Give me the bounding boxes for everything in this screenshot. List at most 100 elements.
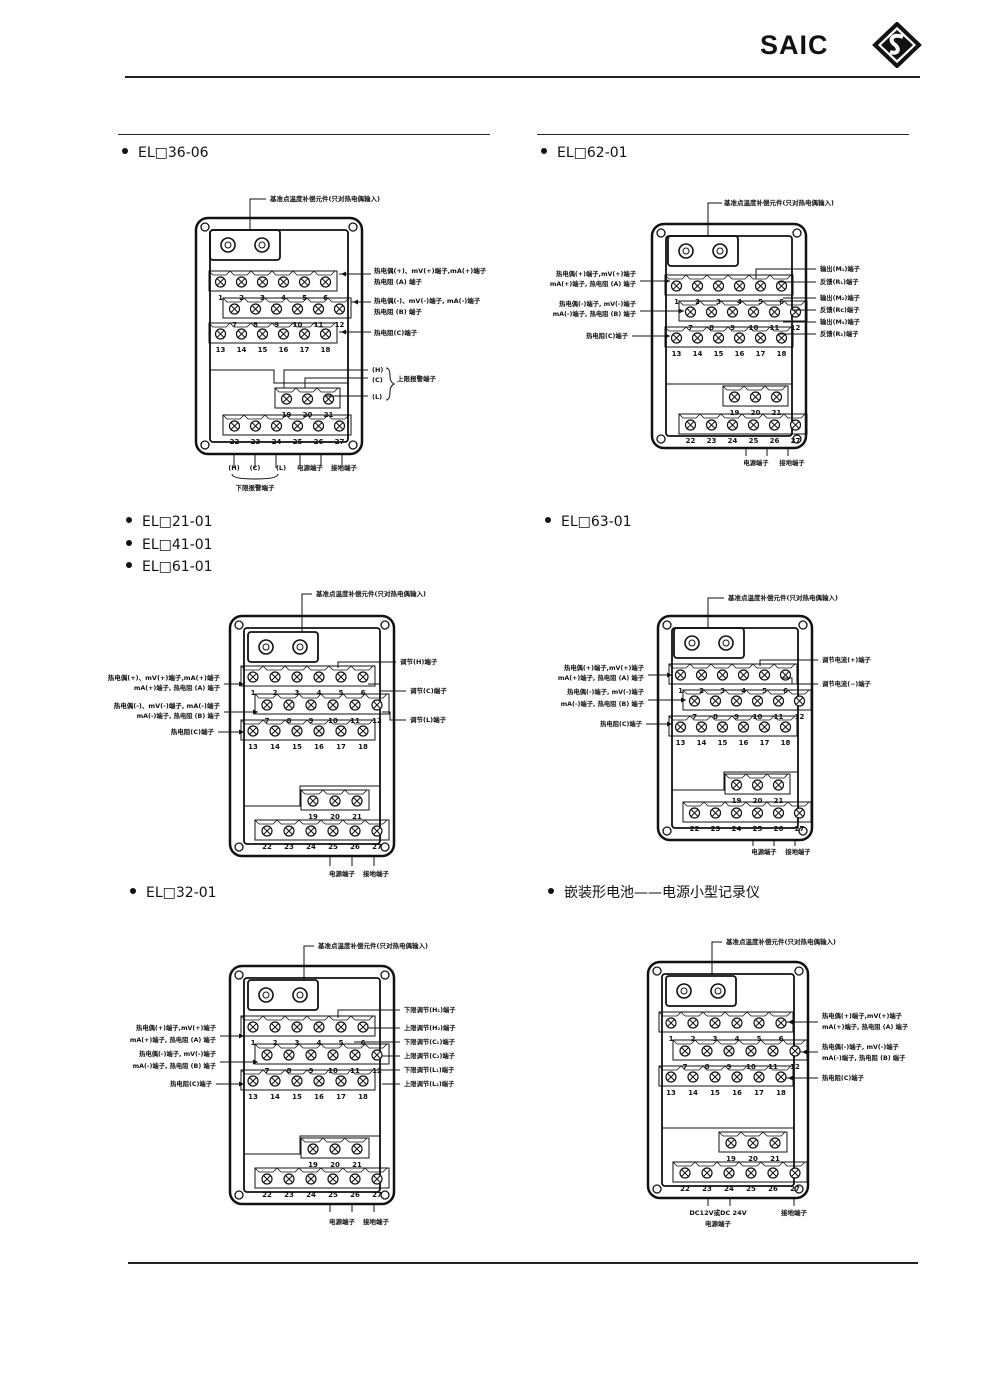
terminal-notch [658, 1011, 682, 1017]
terminal-block-frame [240, 719, 376, 741]
terminal-number: 8 [287, 717, 292, 725]
screw-slot [309, 1145, 317, 1153]
terminal-number: 25 [746, 1185, 756, 1193]
terminal-number: 18 [321, 346, 331, 354]
leader-line [707, 202, 722, 236]
leader-arrow [665, 278, 670, 284]
screw-slot [795, 697, 804, 705]
screw-slot [315, 1077, 323, 1085]
terminal-notch [678, 413, 701, 419]
terminal-number: 23 [284, 843, 294, 851]
terminal-number: 13 [672, 350, 682, 358]
leader-line [304, 377, 368, 388]
screw-slot [686, 421, 695, 429]
terminal-number: 17 [336, 743, 346, 751]
label-feedback_r2: 反馈(R₂)端子 [820, 329, 859, 338]
terminal-notch [727, 274, 750, 280]
terminal-notch [752, 715, 775, 721]
terminal-number: 27 [791, 437, 801, 445]
mounting-hole-icon [798, 620, 808, 630]
screw-slot [314, 305, 323, 313]
screw-slot [693, 282, 702, 290]
terminal-number: 27 [335, 438, 345, 446]
screw-slot [718, 671, 727, 679]
screw-slot [307, 1175, 315, 1183]
terminal-notch [284, 1015, 308, 1021]
label-low_reg_h: 下限调节(H₁)端子 [404, 1005, 456, 1014]
label-ma_pos_rtd_a: mA(+)端子, 热电阻 (A) 端子 [558, 673, 645, 682]
terminal-notch [240, 1069, 264, 1075]
compensator-screw-center [262, 991, 270, 999]
label-dc_power: DC12V或DC 24V [689, 1208, 746, 1217]
terminal-number: 15 [714, 350, 724, 358]
screw-slot [293, 422, 302, 430]
terminal-block-frame [300, 789, 370, 811]
terminal-number: 10 [293, 321, 303, 329]
terminal-block-22-27 [254, 1167, 390, 1189]
terminal-block-1-6 [658, 1011, 794, 1033]
screw-slot [690, 809, 699, 817]
screw-slot [711, 809, 720, 817]
section-title-el61-01: EL□61-01 [126, 559, 213, 575]
screw-slot [321, 330, 330, 338]
terminal-number: 9 [309, 717, 314, 725]
terminal-notch [320, 819, 344, 825]
terminal-notch [264, 414, 287, 420]
section-title-embedded-battery: 嵌装形电池——电源小型记录仪 [548, 882, 760, 902]
housing-outer [646, 960, 810, 1200]
terminal-number: 8 [709, 324, 714, 332]
terminal-number: 23 [284, 1191, 294, 1199]
terminal-notch [262, 1015, 286, 1021]
terminal-block-frame [658, 1011, 794, 1033]
terminal-number: 22 [262, 843, 272, 851]
screw-slot [686, 308, 695, 316]
screw-slot [791, 1169, 799, 1177]
terminal-notch [276, 1167, 300, 1173]
terminal-number: 15 [710, 1089, 720, 1097]
housing-inner [243, 977, 381, 1193]
terminal-number: 5 [339, 689, 344, 697]
terminal-notch [313, 270, 336, 276]
screw-slot [755, 1073, 763, 1081]
terminal-notch [716, 1161, 740, 1167]
screw-slot [353, 1145, 361, 1153]
compensator-screw-icon [292, 987, 308, 1003]
label-rtd_b: 热电阻 (B) 端子 [374, 307, 422, 316]
terminal-number: 14 [270, 1093, 280, 1101]
terminal-block-13-18 [664, 326, 794, 348]
terminal-notch [782, 1039, 806, 1045]
terminal-block-frame [678, 413, 808, 435]
screw-slot [300, 278, 309, 286]
leader-line [707, 597, 724, 628]
screw-slot [285, 827, 293, 835]
terminal-block-frame [240, 1069, 376, 1091]
terminal-block-frame [222, 414, 352, 436]
screw-slot [237, 330, 246, 338]
terminal-notch [364, 819, 388, 825]
terminal-number: 6 [783, 687, 788, 695]
inner-partition [672, 771, 798, 791]
terminal-notch [740, 1131, 764, 1137]
terminal-number: 27 [372, 843, 382, 851]
terminal-number: 25 [328, 1191, 338, 1199]
label-rtd_a: 热电阻 (A) 端子 [374, 277, 422, 286]
screw-slot [337, 727, 345, 735]
terminal-block-frame [722, 385, 789, 407]
terminal-notch [262, 1069, 286, 1075]
screw-slot [770, 421, 779, 429]
terminal-number: 19 [732, 797, 742, 805]
terminal-notch [699, 413, 722, 419]
footer-rule [128, 1262, 918, 1264]
terminal-number: 9 [274, 321, 279, 329]
terminal-notch [350, 1069, 374, 1075]
terminal-number: 25 [749, 437, 759, 445]
terminal-number: 9 [730, 324, 735, 332]
label-feedback_rc: 反馈(Rc)端子 [820, 305, 860, 314]
section-title-el62-01: EL□62-01 [541, 145, 628, 161]
compensator-screw-center [682, 247, 690, 255]
screw-slot [749, 421, 758, 429]
leader-arrow [667, 672, 672, 678]
label-tc_neg_mv_neg: 热电偶(-)端子, mV(-)端子 [559, 299, 637, 308]
terminal-notch [306, 414, 329, 420]
